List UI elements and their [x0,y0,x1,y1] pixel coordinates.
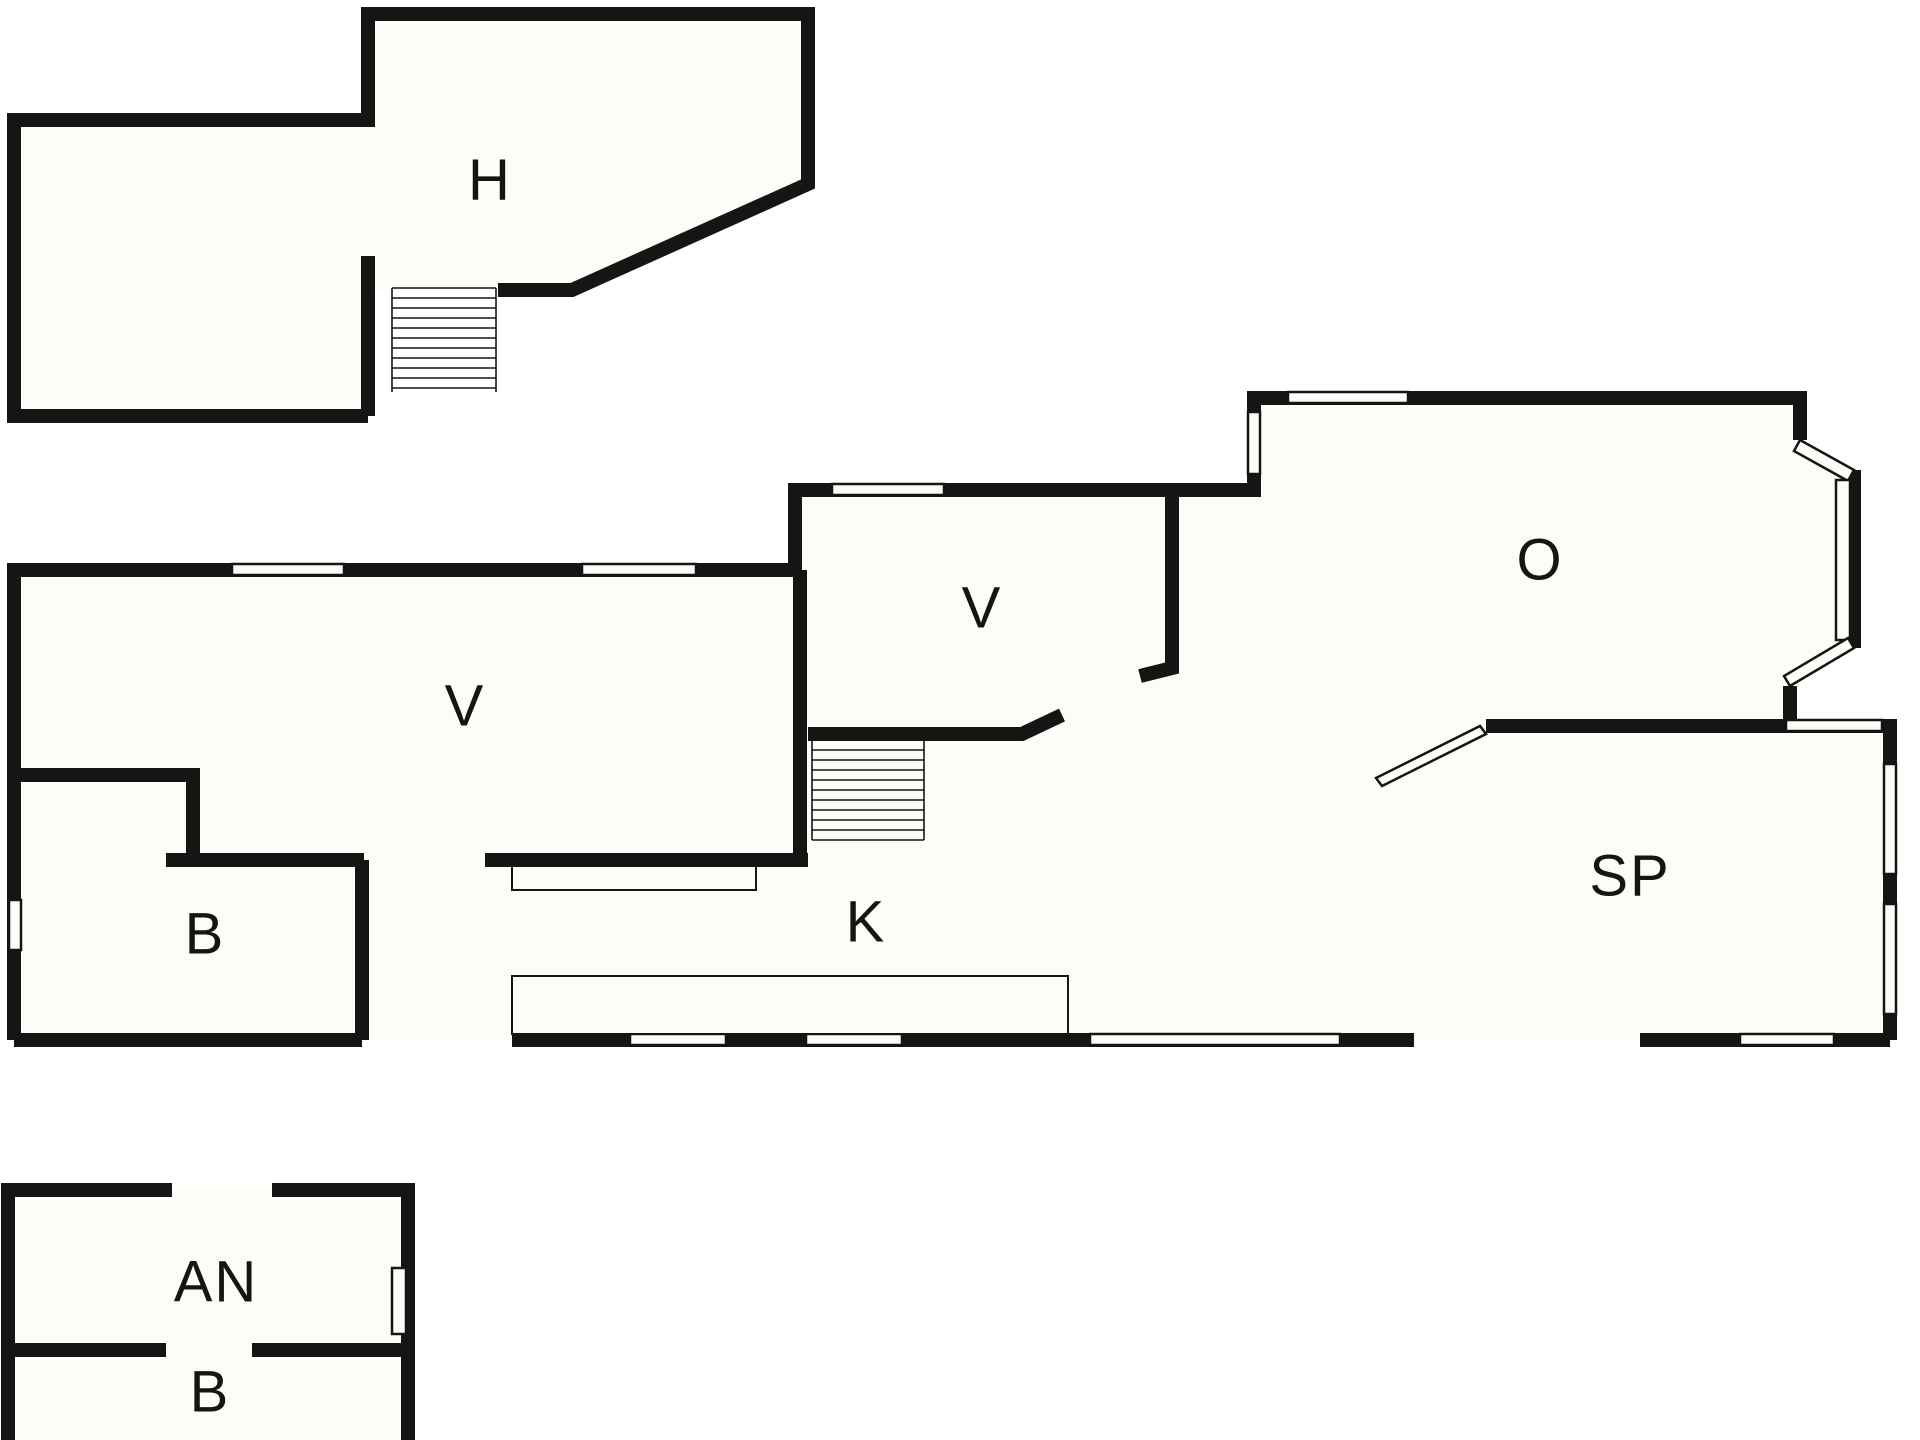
window [580,562,698,577]
room-label-bathroom: B [185,902,226,967]
upper-floor: H [7,7,815,423]
window [7,898,23,952]
room-label-annex-bathroom: B [190,1360,231,1425]
window [390,1266,408,1336]
bay-window [1834,478,1852,642]
window [1882,762,1898,876]
room-label-dining-room: SP [1589,844,1670,909]
window [1882,902,1898,1016]
upper-staircase [391,287,497,392]
annex: AN B [1,1183,415,1440]
kitchen-counter [511,975,1069,1035]
window [1246,410,1262,476]
window [1738,1032,1836,1047]
room-label-living-room: O [1516,528,1563,593]
window [1784,718,1884,733]
bay-window [1782,636,1856,688]
room-label-upper-left-room: V [445,674,486,739]
window [230,562,346,577]
window [804,1032,904,1047]
room-label-middle-room: V [962,576,1003,641]
glass-partition [1374,724,1488,788]
window [1286,390,1410,405]
room-label-upper-hall: H [468,148,512,213]
window [628,1032,728,1047]
sideboard [511,865,757,891]
main-staircase [811,738,925,841]
window [830,482,946,497]
window [1088,1032,1342,1047]
room-label-annex: AN [174,1250,259,1315]
main-floor: V V O B K SP [7,390,1898,1047]
room-label-kitchen: K [846,890,887,955]
